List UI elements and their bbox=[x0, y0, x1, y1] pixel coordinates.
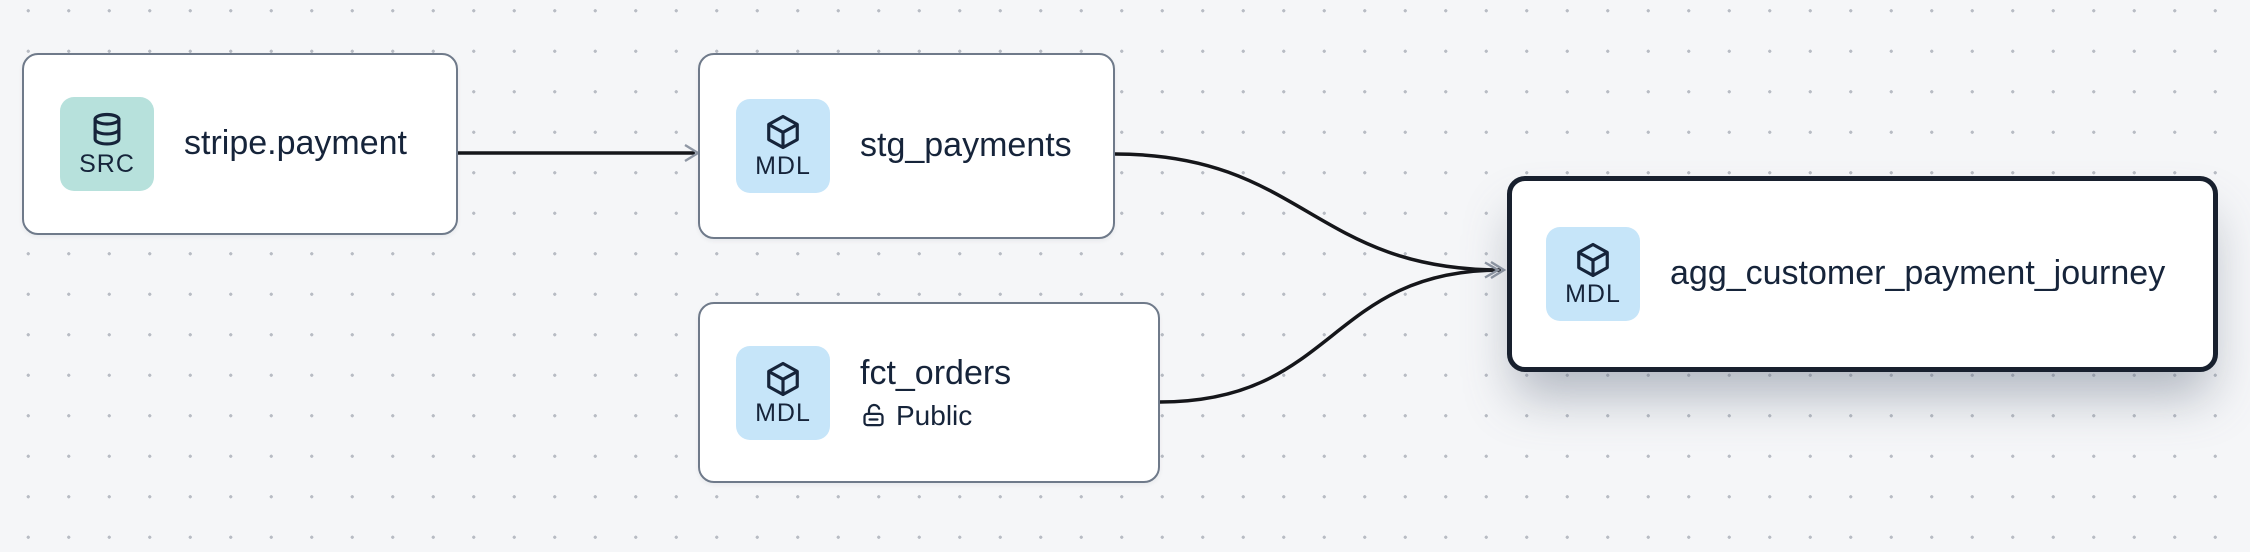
arrowhead-icon bbox=[1490, 260, 1507, 280]
edge-fct-orders-to-agg-customer-payment-journey bbox=[1159, 268, 1502, 404]
access-label: Public bbox=[896, 399, 973, 431]
node-label: fct_orders bbox=[860, 354, 1012, 393]
badge-label: MDL bbox=[755, 398, 811, 427]
node-text: stg_payments bbox=[860, 125, 1072, 166]
cube-icon bbox=[1577, 242, 1609, 278]
cube-icon bbox=[767, 114, 799, 150]
arrowhead-icon bbox=[1484, 261, 1501, 279]
badge-label: MDL bbox=[755, 152, 811, 180]
node-label: stripe.payment bbox=[184, 124, 407, 163]
node-text: agg_customer_payment_journey bbox=[1670, 253, 2165, 294]
unlock-icon bbox=[863, 404, 884, 427]
node-fct-orders[interactable]: MDL fct_orders Public bbox=[698, 302, 1160, 483]
cube-icon bbox=[767, 361, 799, 396]
model-badge: MDL bbox=[1546, 227, 1640, 321]
badge-label: SRC bbox=[79, 150, 135, 178]
model-badge: MDL bbox=[736, 345, 830, 440]
node-label: agg_customer_payment_journey bbox=[1670, 254, 2166, 293]
node-text: stripe.payment bbox=[184, 123, 407, 164]
model-badge: MDL bbox=[736, 99, 830, 193]
node-label: stg_payments bbox=[860, 126, 1072, 165]
edge-stg-payments-to-agg-customer-payment-journey bbox=[1114, 152, 1502, 272]
badge-label: MDL bbox=[1565, 280, 1621, 308]
node-stripe-payment[interactable]: SRC stripe.payment bbox=[22, 53, 458, 235]
node-text: fct_orders Public bbox=[860, 353, 1011, 431]
node-stg-payments[interactable]: MDL stg_payments bbox=[698, 53, 1115, 239]
source-badge: SRC bbox=[60, 97, 154, 191]
database-icon bbox=[93, 112, 121, 146]
access-row: Public bbox=[860, 400, 1011, 432]
node-agg-customer-payment-journey[interactable]: MDL agg_customer_payment_journey bbox=[1507, 176, 2218, 372]
